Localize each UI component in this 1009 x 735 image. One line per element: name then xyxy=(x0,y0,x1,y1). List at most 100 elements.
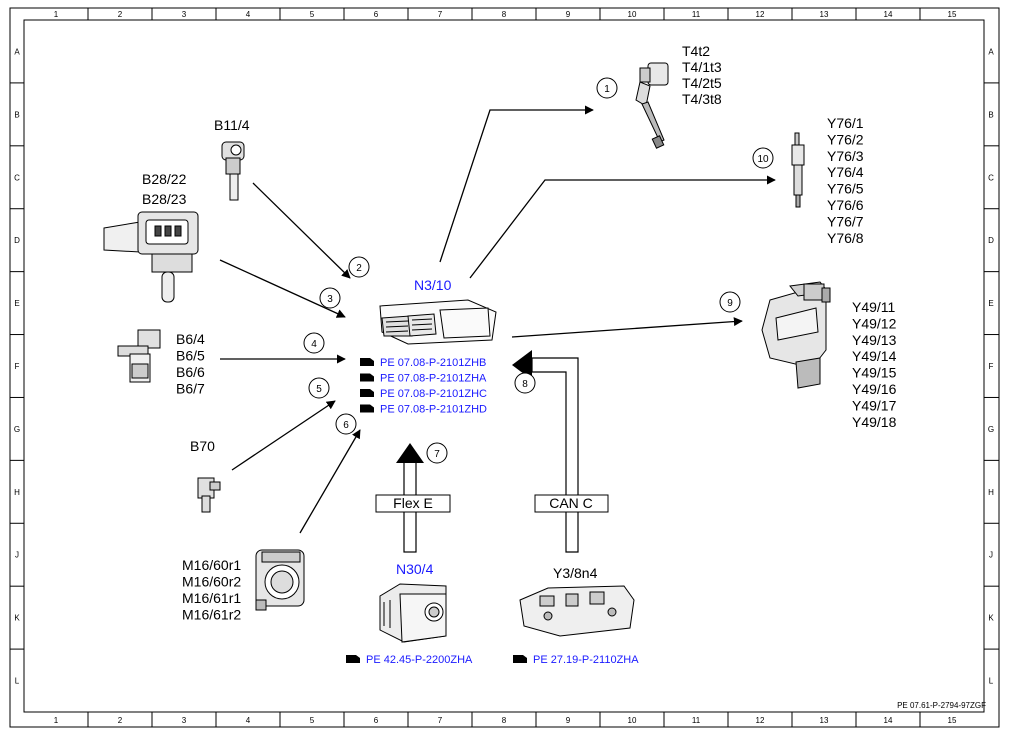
grid-row-right-G: G xyxy=(988,425,994,434)
ignition-label-0: T4t2 xyxy=(682,43,710,59)
grid-col-top-14: 14 xyxy=(884,10,893,19)
flex-e-label: Flex E xyxy=(393,495,433,511)
hall-sensor-label-3: B6/7 xyxy=(176,381,205,397)
grid-row-left-E: E xyxy=(14,299,19,308)
ignition-label-2: T4/2t5 xyxy=(682,75,722,91)
grid-col-top-1: 1 xyxy=(54,10,59,19)
transmission-ref: PE 27.19-P-2110ZHA xyxy=(533,654,639,666)
grid-col-bottom-12: 12 xyxy=(756,716,765,725)
hall-sensor-label-1: B6/5 xyxy=(176,348,205,364)
camshaft-label-5: Y49/16 xyxy=(852,381,897,397)
grid-col-bottom-11: 11 xyxy=(692,716,701,725)
grid-col-bottom-6: 6 xyxy=(374,716,379,725)
injector-label-0: Y76/1 xyxy=(827,115,864,131)
marker-5: 5 xyxy=(316,384,322,395)
grid-row-right-B: B xyxy=(988,110,993,119)
grid-row-right-L: L xyxy=(989,677,994,686)
pressure-sensor-icon xyxy=(103,211,199,303)
grid-col-top-5: 5 xyxy=(310,10,315,19)
injector-label-4: Y76/5 xyxy=(827,181,864,197)
grid-col-bottom-2: 2 xyxy=(118,716,123,725)
throttle-label-0: M16/60r1 xyxy=(182,557,241,573)
grid-col-top-11: 11 xyxy=(692,10,701,19)
camshaft-label-2: Y49/13 xyxy=(852,332,897,348)
arrow-camshaft xyxy=(511,317,743,338)
ecu-ref-0: PE 07.08-P-2101ZHB xyxy=(380,357,486,369)
grid-col-top-6: 6 xyxy=(374,10,379,19)
grid-col-bottom-15: 15 xyxy=(948,716,957,725)
hall-sensor-label-0: B6/4 xyxy=(176,331,205,347)
number-markers xyxy=(303,77,774,464)
doc-ref-icon xyxy=(360,404,374,413)
grid-col-bottom-10: 10 xyxy=(628,716,637,725)
ecu-ref-2: PE 07.08-P-2101ZHC xyxy=(380,388,487,400)
doc-ref-icon xyxy=(346,655,360,663)
injector-label-7: Y76/8 xyxy=(827,230,864,246)
camshaft-label-0: Y49/11 xyxy=(852,299,896,315)
grid-col-bottom-4: 4 xyxy=(246,716,251,725)
transmission-label: Y3/8n4 xyxy=(553,565,598,581)
ecu-ref-1: PE 07.08-P-2101ZHA xyxy=(380,373,487,385)
injector-label-5: Y76/6 xyxy=(827,197,864,213)
camshaft-label-1: Y49/12 xyxy=(852,315,897,331)
grid-col-top-2: 2 xyxy=(118,10,123,19)
flex-module-ref: PE 42.45-P-2200ZHA xyxy=(366,654,473,666)
flex-e-bus-arrow xyxy=(375,443,451,553)
camshaft-label-7: Y49/18 xyxy=(852,414,897,430)
camshaft-label-4: Y49/15 xyxy=(852,365,897,381)
crank-sensor-icon xyxy=(197,477,221,513)
grid-row-right-J: J xyxy=(989,551,993,560)
grid-row-right-D: D xyxy=(988,236,994,245)
document-ref-icons xyxy=(346,358,527,663)
grid-col-top-13: 13 xyxy=(820,10,829,19)
camshaft-actuator-icon xyxy=(761,281,831,389)
grid-col-bottom-5: 5 xyxy=(310,716,315,725)
flex-fuel-module-icon xyxy=(379,583,447,643)
doc-ref-icon xyxy=(513,655,527,663)
injector-label-2: Y76/3 xyxy=(827,148,864,164)
doc-id: PE 07.61-P-2794-97ZGF xyxy=(897,701,986,710)
grid-row-right-A: A xyxy=(988,47,994,56)
grid-col-bottom-8: 8 xyxy=(502,716,507,725)
grid-row-right-E: E xyxy=(988,299,993,308)
grid-col-top-7: 7 xyxy=(438,10,443,19)
throttle-label-3: M16/61r2 xyxy=(182,607,241,623)
marker-6: 6 xyxy=(343,420,349,431)
grid-row-left-H: H xyxy=(14,488,20,497)
ecu-ref-3: PE 07.08-P-2101ZHD xyxy=(380,404,487,416)
grid-col-bottom-1: 1 xyxy=(54,716,59,725)
marker-10: 10 xyxy=(757,154,769,165)
grid-row-right-H: H xyxy=(988,488,994,497)
grid-row-left-F: F xyxy=(15,362,20,371)
arrow-pressure-sensor xyxy=(219,259,346,318)
pressure-sensor-label-0: B28/22 xyxy=(142,171,187,187)
marker-2: 2 xyxy=(356,263,362,274)
marker-4: 4 xyxy=(311,339,317,350)
coolant-sensor-icon xyxy=(221,141,245,201)
grid-row-right-F: F xyxy=(989,362,994,371)
doc-ref-icon xyxy=(360,389,374,397)
grid-col-top-10: 10 xyxy=(628,10,637,19)
grid-col-bottom-3: 3 xyxy=(182,716,187,725)
doc-ref-icon xyxy=(360,358,374,366)
can-c-label: CAN C xyxy=(549,495,593,511)
throttle-body-icon xyxy=(255,549,305,611)
doc-ref-icon xyxy=(360,373,374,382)
drawing-frame: 1122334455667788991010111112121313141415… xyxy=(9,7,1000,728)
marker-3: 3 xyxy=(327,294,333,305)
injector-label-6: Y76/7 xyxy=(827,213,864,229)
ignition-coil-icon xyxy=(635,62,669,149)
pressure-sensor-label-1: B28/23 xyxy=(142,191,187,207)
grid-col-top-3: 3 xyxy=(182,10,187,19)
grid-row-left-B: B xyxy=(14,110,19,119)
grid-row-right-C: C xyxy=(988,173,994,182)
grid-col-top-15: 15 xyxy=(948,10,957,19)
can-c-bus-arrow xyxy=(512,350,609,553)
transmission-control-icon xyxy=(519,585,635,637)
marker-8: 8 xyxy=(522,379,528,390)
camshaft-label-3: Y49/14 xyxy=(852,348,897,364)
grid-col-top-9: 9 xyxy=(566,10,571,19)
arrow-coolant-sensor xyxy=(252,182,351,279)
